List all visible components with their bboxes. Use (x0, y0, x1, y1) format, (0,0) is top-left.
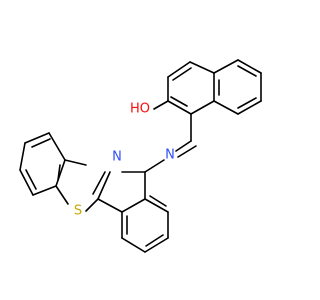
bond (237, 97, 257, 109)
thiazole-nitrogen-label: N (112, 150, 122, 165)
bond (167, 100, 192, 115)
bond (57, 164, 61, 181)
bond (189, 61, 215, 74)
bond (172, 67, 192, 81)
bond (144, 159, 165, 173)
bond (92, 171, 106, 195)
bond (213, 100, 239, 115)
bond (48, 132, 66, 161)
bond (31, 138, 51, 148)
atom-labels: HO N N S (74, 102, 175, 219)
bonds (19, 59, 262, 253)
bond (55, 159, 66, 187)
bond (97, 198, 123, 213)
thiazole-sulfur-label: S (74, 204, 82, 219)
bond (213, 59, 239, 74)
bond (55, 185, 69, 205)
bond (24, 132, 50, 144)
bond (25, 169, 37, 190)
bond (175, 140, 192, 152)
bond (149, 195, 167, 207)
bond (121, 237, 146, 253)
bond (64, 159, 87, 166)
bond (19, 169, 34, 196)
bond (32, 185, 57, 196)
bond (144, 198, 169, 213)
bond (144, 237, 169, 253)
bond (85, 198, 99, 212)
imine-nitrogen-label: N (165, 148, 175, 163)
bond (145, 234, 164, 247)
bond (167, 61, 191, 78)
bond (237, 59, 262, 74)
hydroxyl-label: HO (130, 102, 150, 117)
bond (237, 65, 257, 77)
bond (97, 171, 111, 200)
molecule-structure: HO N N S (19, 59, 262, 253)
bond (19, 142, 26, 171)
bond (190, 100, 215, 115)
bond (121, 198, 146, 213)
bond (170, 96, 188, 107)
bond (153, 100, 169, 110)
bond (237, 100, 262, 115)
bond (177, 145, 197, 158)
